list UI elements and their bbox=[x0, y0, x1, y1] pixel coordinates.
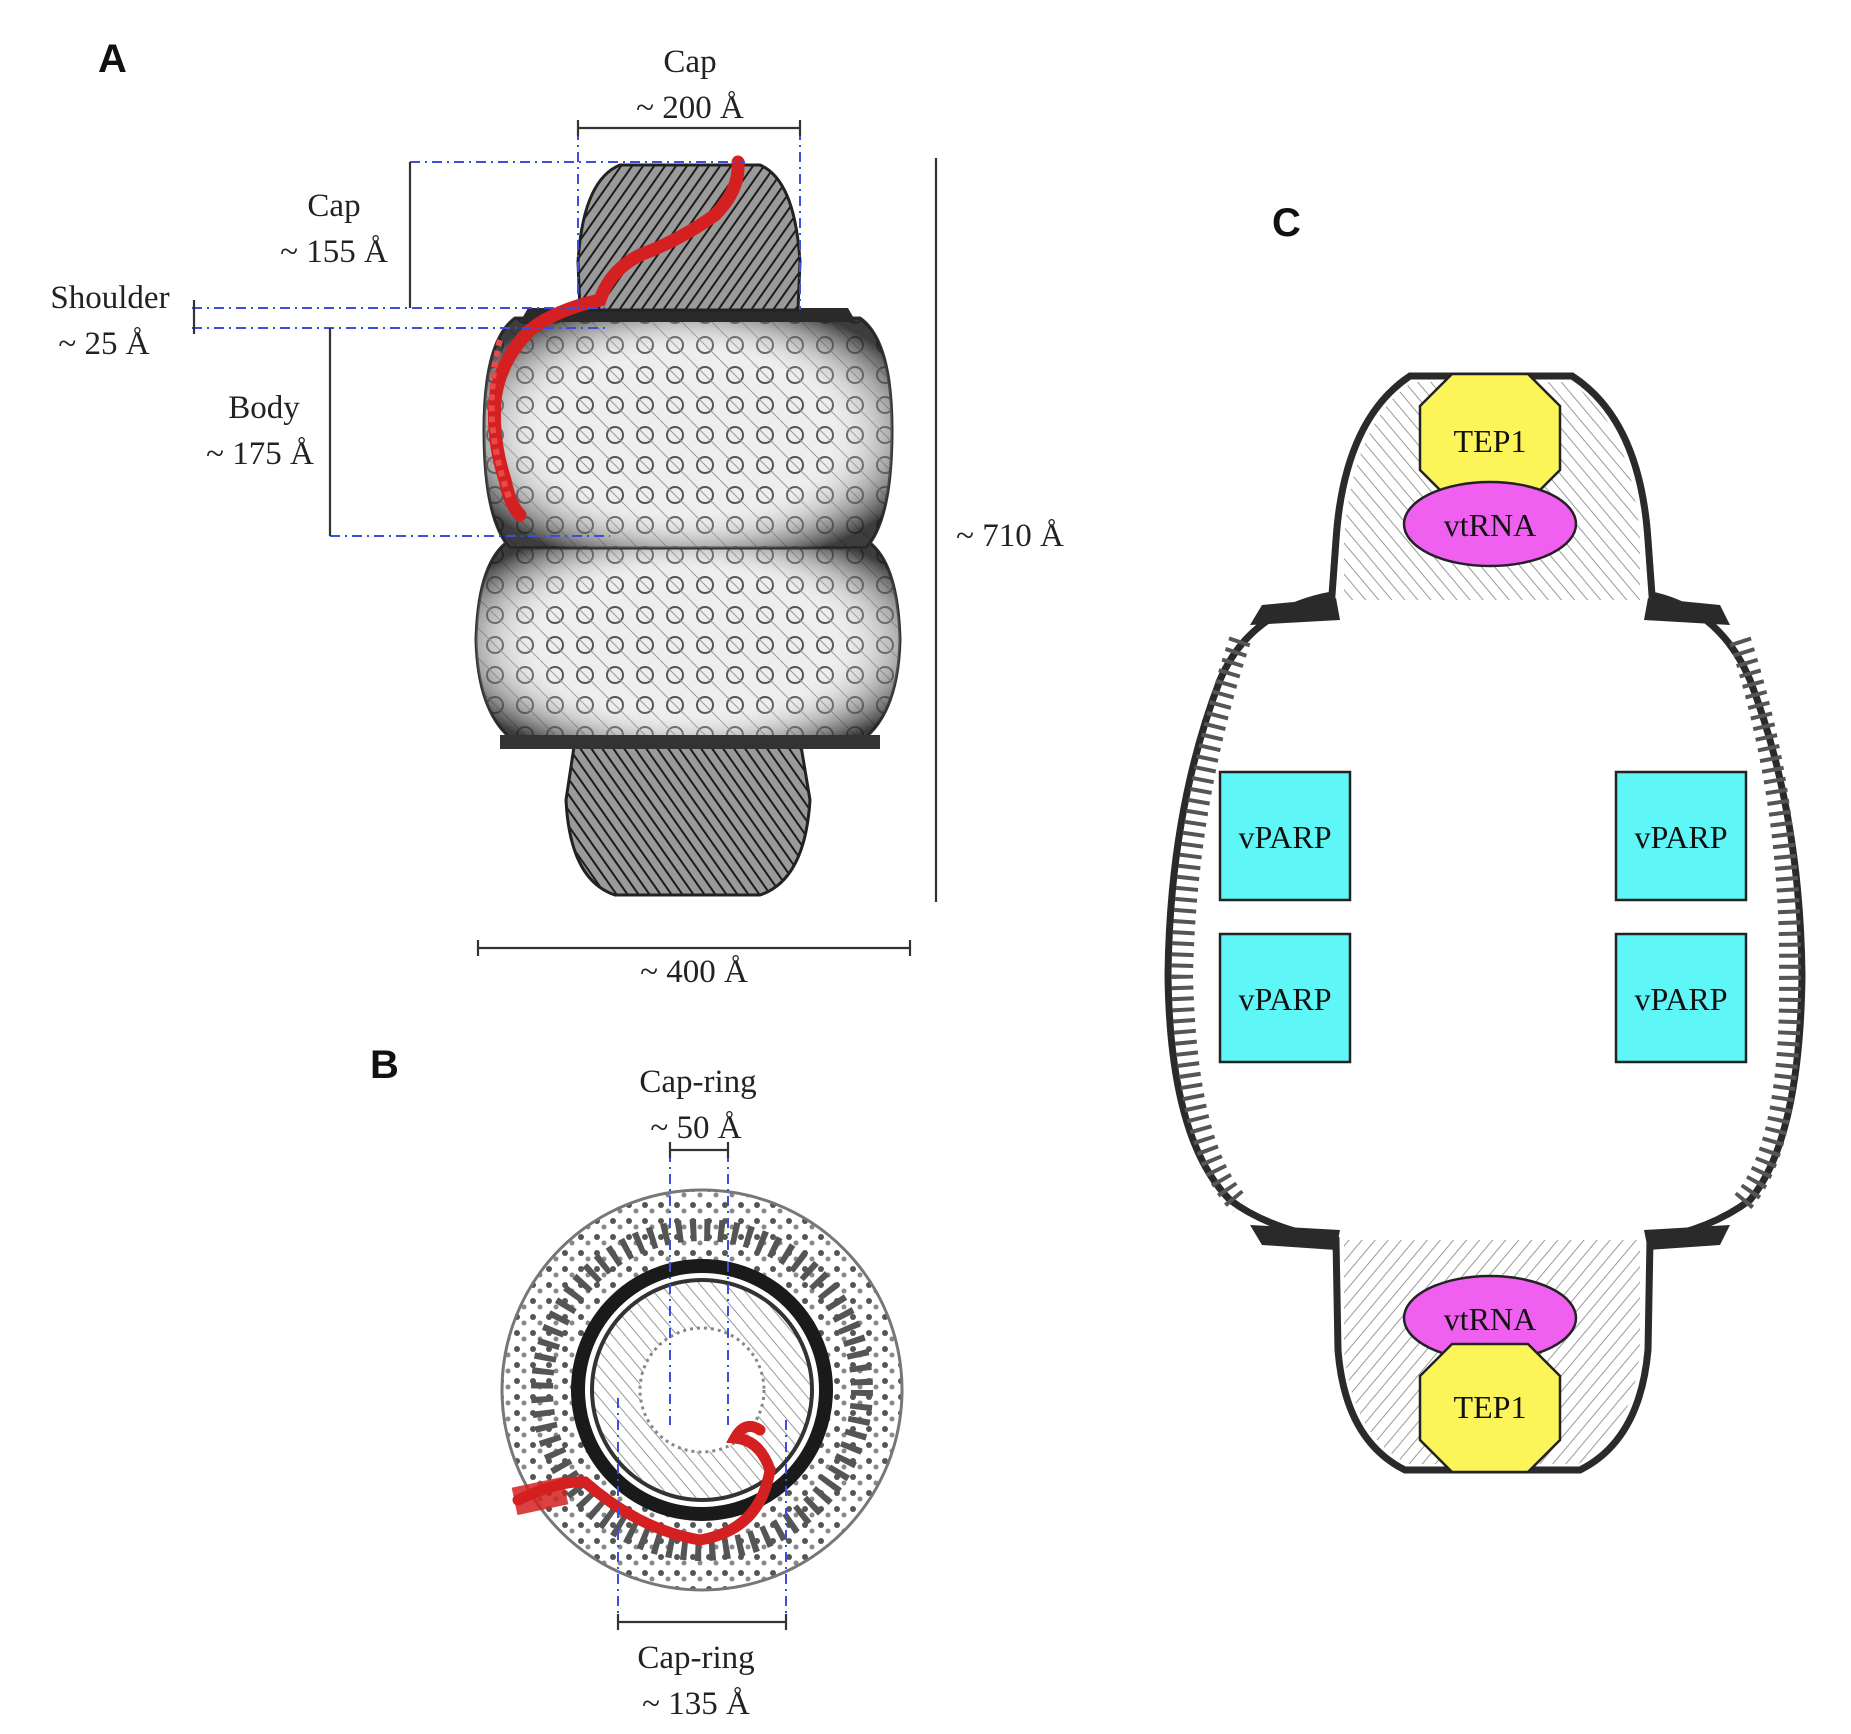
cap-width-name: Cap bbox=[663, 44, 716, 80]
vparp-upper-left: vPARP bbox=[1218, 770, 1352, 902]
vtrna-top-shape bbox=[1402, 480, 1578, 568]
body-value: ~ 175 Å bbox=[206, 435, 314, 472]
vault-top-view bbox=[500, 1188, 904, 1592]
waist-ring bbox=[500, 735, 880, 749]
cap-width-value: ~ 200 Å bbox=[636, 89, 744, 126]
cap-ring-bottom-name: Cap-ring bbox=[637, 1640, 754, 1676]
panel-b-letter: B bbox=[370, 1043, 399, 1087]
panel-a-letter: A bbox=[98, 37, 127, 81]
panel-b-dimensions bbox=[616, 1142, 788, 1630]
tep1-bottom: TEP1 bbox=[1418, 1342, 1562, 1474]
panel-c: C TEP1 vtRNA bbox=[1164, 201, 1806, 1474]
vtrna-bottom: vtRNA bbox=[1402, 1274, 1578, 1362]
red-monomer-strand bbox=[487, 155, 745, 522]
vparp-lower-right: vPARP bbox=[1614, 932, 1748, 1064]
red-monomer-texture bbox=[488, 339, 513, 502]
cap-height-name: Cap bbox=[307, 188, 360, 224]
lower-body-shade bbox=[476, 540, 900, 745]
panel-c-letter: C bbox=[1272, 201, 1301, 245]
panel-a-guides bbox=[192, 130, 801, 537]
shoulder-value: ~ 25 Å bbox=[58, 325, 149, 362]
tep1-bottom-label: TEP1 bbox=[1454, 1389, 1527, 1425]
total-height-value: ~ 710 Å bbox=[956, 517, 1064, 554]
body-name: Body bbox=[228, 390, 300, 426]
total-width-value: ~ 400 Å bbox=[640, 953, 748, 990]
vtrna-top-label: vtRNA bbox=[1444, 507, 1536, 543]
inner-cavity bbox=[1236, 630, 1736, 1210]
panel-a: A bbox=[50, 37, 1064, 990]
red-monomer-end bbox=[511, 1476, 569, 1516]
panel-b: B Cap-ring ~ 50 Å Cap-ring ~ 13 bbox=[370, 1043, 904, 1722]
red-monomer-top bbox=[512, 1420, 776, 1546]
panel-b-guides bbox=[617, 1152, 787, 1620]
bottom-cap bbox=[564, 738, 812, 897]
cap-height-value: ~ 155 Å bbox=[280, 233, 388, 270]
tep1-bottom-shape bbox=[1418, 1342, 1562, 1474]
tep1-top-label: TEP1 bbox=[1454, 423, 1527, 459]
vparp-lower-right-label: vPARP bbox=[1634, 981, 1727, 1017]
vparp-upper-left-label: vPARP bbox=[1238, 819, 1331, 855]
cap-ring-bottom-value: ~ 135 Å bbox=[642, 1685, 750, 1722]
vparp-upper-right: vPARP bbox=[1614, 770, 1748, 902]
cap-ring-top-value: ~ 50 Å bbox=[650, 1109, 741, 1146]
vparp-upper-right-label: vPARP bbox=[1634, 819, 1727, 855]
cap-ring-top-name: Cap-ring bbox=[639, 1064, 756, 1100]
left-wall-texture bbox=[1170, 636, 1251, 1213]
vtrna-bottom-label: vtRNA bbox=[1444, 1301, 1536, 1337]
upper-body-shade bbox=[484, 318, 892, 548]
panel-a-dimensions bbox=[192, 120, 938, 956]
right-wall-texture bbox=[1729, 636, 1802, 1213]
vtrna-top: vtRNA bbox=[1402, 480, 1578, 568]
vparp-lower-left-label: vPARP bbox=[1238, 981, 1331, 1017]
vault-side-view bbox=[474, 155, 902, 897]
shoulder-name: Shoulder bbox=[50, 280, 169, 316]
spoke-ring bbox=[531, 1219, 873, 1561]
vparp-lower-left: vPARP bbox=[1218, 932, 1352, 1064]
